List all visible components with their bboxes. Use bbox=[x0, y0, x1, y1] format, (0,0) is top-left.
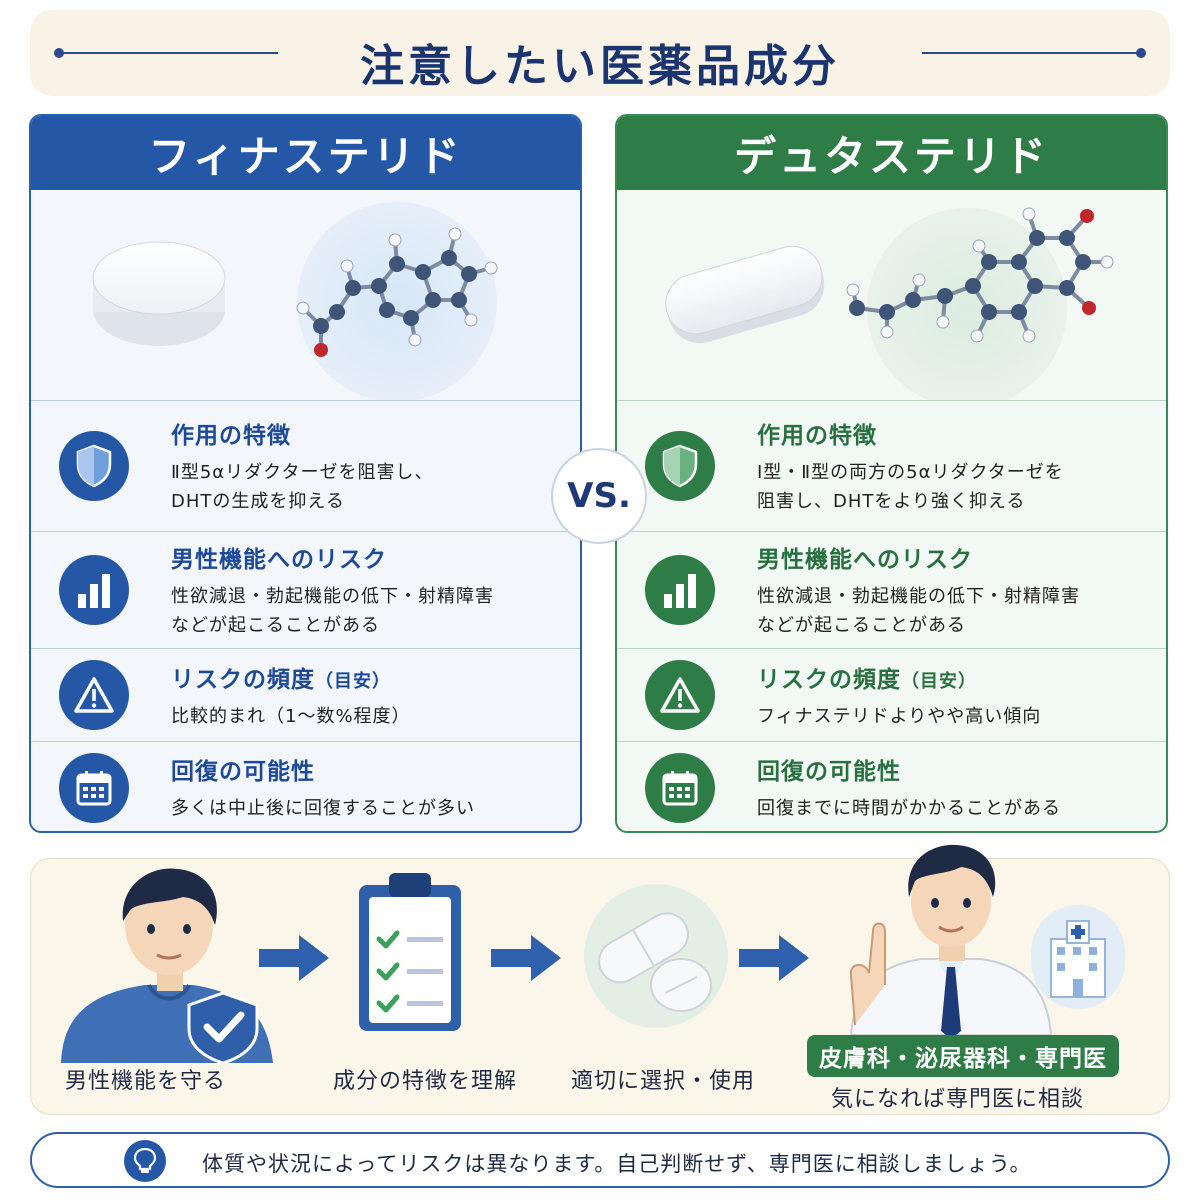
row-heading: 回復の可能性 bbox=[171, 759, 315, 785]
row-body-line: 回復までに時間がかかることがある bbox=[757, 798, 1061, 819]
row-heading: リスクの頻度（目安） bbox=[171, 666, 391, 693]
row-body-line: フィナステリドよりやや高い傾向 bbox=[757, 705, 1042, 727]
row-body-line: 阻害し、DHTをより強く抑える bbox=[757, 491, 1026, 512]
notice-bar: 体質や状況によってリスクは異なります。自己判断せず、専門医に相談しましょう。 bbox=[30, 1132, 1170, 1188]
row-body-line: 性欲減退・勃起機能の低下・射精障害 bbox=[757, 586, 1080, 607]
dutasteride-row-risk: 男性機能へのリスク 性欲減退・勃起機能の低下・射精障害 などが起こることがある bbox=[617, 531, 1166, 648]
finasteride-row-recovery: 回復の可能性 多くは中止後に回復することが多い bbox=[31, 741, 580, 831]
row-body-line: 比較的まれ（1〜数%程度） bbox=[171, 705, 411, 727]
bar-chart-icon bbox=[645, 555, 715, 625]
doctor-icon bbox=[849, 844, 1125, 1035]
row-body-line: などが起こることがある bbox=[171, 615, 380, 636]
row-heading: リスクの頻度（目安） bbox=[757, 666, 977, 693]
finasteride-row-frequency: リスクの頻度（目安） 比較的まれ（1〜数%程度） bbox=[31, 648, 580, 741]
lightbulb-icon bbox=[124, 1140, 166, 1182]
dutasteride-row-frequency: リスクの頻度（目安） フィナステリドよりやや高い傾向 bbox=[617, 648, 1166, 741]
vs-badge: VS. bbox=[551, 448, 647, 544]
bar-chart-icon bbox=[59, 555, 129, 625]
flow-section: 男性機能を守る 成分の特徴を理解 適切に選択・使用 bbox=[30, 844, 1170, 1115]
shield-icon bbox=[59, 431, 129, 501]
row-heading: 男性機能へのリスク bbox=[757, 547, 973, 573]
round-tablet-and-molecule-icon bbox=[92, 202, 498, 402]
calendar-icon bbox=[59, 752, 129, 823]
row-heading: 作用の特徴 bbox=[757, 423, 877, 449]
finasteride-row-risk: 男性機能へのリスク 性欲減退・勃起機能の低下・射精障害 などが起こることがある bbox=[31, 531, 580, 648]
warning-icon bbox=[59, 660, 129, 730]
row-heading: 作用の特徴 bbox=[171, 423, 291, 449]
dutasteride-illustration bbox=[617, 190, 1166, 408]
warning-icon bbox=[645, 660, 715, 730]
shield-icon bbox=[645, 431, 715, 501]
row-body-line: Ⅰ型・Ⅱ型の両方の5αリダクターゼを bbox=[757, 462, 1064, 483]
calendar-icon bbox=[645, 752, 715, 823]
flow-step-label: 男性機能を守る bbox=[65, 1069, 227, 1094]
title-decor-line-left bbox=[54, 48, 278, 58]
pills-icon bbox=[584, 884, 728, 1028]
dutasteride-row-mechanism: 作用の特徴 Ⅰ型・Ⅱ型の両方の5αリダクターゼを 阻害し、DHTをより強く抑える bbox=[617, 400, 1166, 531]
row-body-line: などが起こることがある bbox=[757, 615, 966, 636]
flow-step-label: 適切に選択・使用 bbox=[571, 1069, 756, 1094]
flow-step-label: 成分の特徴を理解 bbox=[333, 1069, 518, 1094]
specialist-badge: 皮膚科・泌尿器科・専門医 bbox=[807, 1035, 1119, 1077]
row-body-line: 多くは中止後に回復することが多い bbox=[171, 798, 475, 819]
capsule-tablet-and-molecule-icon bbox=[665, 207, 1114, 408]
row-heading: 男性機能へのリスク bbox=[171, 547, 387, 573]
title-banner: 注意したい医薬品成分 bbox=[30, 10, 1170, 96]
row-body-line: Ⅱ型5αリダクターゼを阻害し、 bbox=[171, 462, 434, 483]
clipboard-checklist-icon bbox=[359, 873, 461, 1031]
arrow-right-icon bbox=[259, 935, 329, 981]
row-heading: 回復の可能性 bbox=[757, 759, 901, 785]
arrow-right-icon bbox=[739, 935, 809, 981]
page-title: 注意したい医薬品成分 bbox=[360, 41, 840, 92]
dutasteride-row-recovery: 回復の可能性 回復までに時間がかかることがある bbox=[617, 741, 1166, 831]
title-decor-line-right bbox=[922, 48, 1146, 58]
finasteride-row-mechanism: 作用の特徴 Ⅱ型5αリダクターゼを阻害し、 DHTの生成を抑える bbox=[31, 400, 580, 531]
dutasteride-card: デュタステリド bbox=[615, 114, 1168, 833]
man-with-shield-icon bbox=[61, 868, 273, 1063]
row-body-line: 性欲減退・勃起機能の低下・射精障害 bbox=[171, 586, 494, 607]
finasteride-illustration bbox=[31, 190, 580, 402]
dutasteride-card-title: デュタステリド bbox=[617, 116, 1166, 190]
finasteride-card-title: フィナステリド bbox=[31, 116, 580, 190]
row-body-line: DHTの生成を抑える bbox=[171, 491, 345, 512]
notice-text: 体質や状況によってリスクは異なります。自己判断せず、専門医に相談しましょう。 bbox=[202, 1152, 1032, 1176]
finasteride-card: フィナステリド bbox=[29, 114, 582, 833]
flow-step-label: 気になれば専門医に相談 bbox=[831, 1087, 1085, 1112]
arrow-right-icon bbox=[491, 935, 561, 981]
